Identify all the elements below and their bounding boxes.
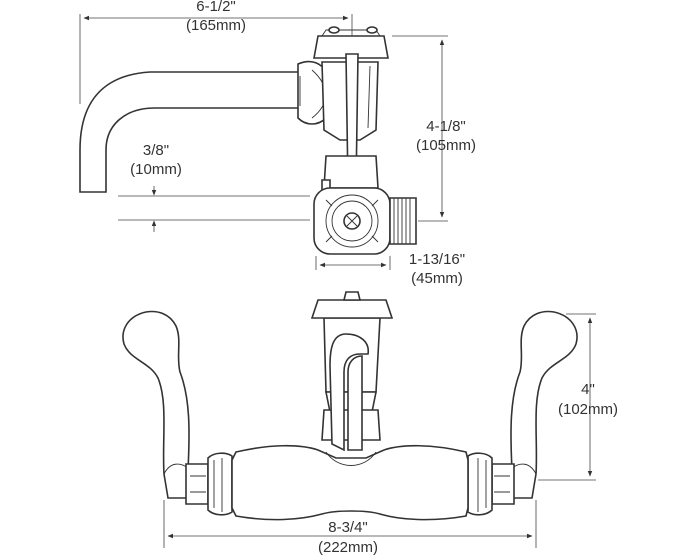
right-bonnet (467, 452, 493, 516)
dim-handle-height-in: 4" (581, 381, 595, 398)
left-bonnet (207, 452, 233, 516)
right-wrist-blade-handle (510, 310, 578, 499)
left-handle-hub (185, 463, 209, 505)
left-wrist-blade-handle (122, 310, 190, 499)
dim-height-in: 4-1/8" (426, 118, 466, 135)
dim-spout-reach-in: 6-1/2" (196, 0, 236, 15)
dim-outlet-offset-in: 3/8" (143, 142, 169, 159)
dim-width-in: 8-3/4" (328, 519, 368, 536)
lower-housing (323, 155, 379, 189)
dim-handle-height-mm: (102mm) (558, 401, 618, 418)
dim-inlet-in: 1-13/16" (409, 251, 465, 268)
right-handle-hub (491, 463, 515, 505)
faucet-body (231, 444, 469, 521)
dim-spout-reach-mm: (165mm) (186, 17, 246, 34)
spout (79, 71, 301, 193)
dim-height-mm: (105mm) (416, 137, 476, 154)
front-top-cap (310, 299, 394, 319)
dim-inlet-mm: (45mm) (411, 270, 463, 287)
side-view: 6-1/2" (165mm) 4-1/8" (105mm) 3/8" (10mm… (79, 0, 476, 287)
top-cap (313, 35, 389, 59)
dim-width-mm: (222mm) (318, 539, 378, 556)
dim-outlet-offset-mm: (10mm) (130, 161, 182, 178)
threaded-inlet (389, 197, 417, 245)
front-view: 4" (102mm) 8-3/4" (222mm) (122, 291, 618, 556)
center-lever-arm (329, 333, 370, 452)
